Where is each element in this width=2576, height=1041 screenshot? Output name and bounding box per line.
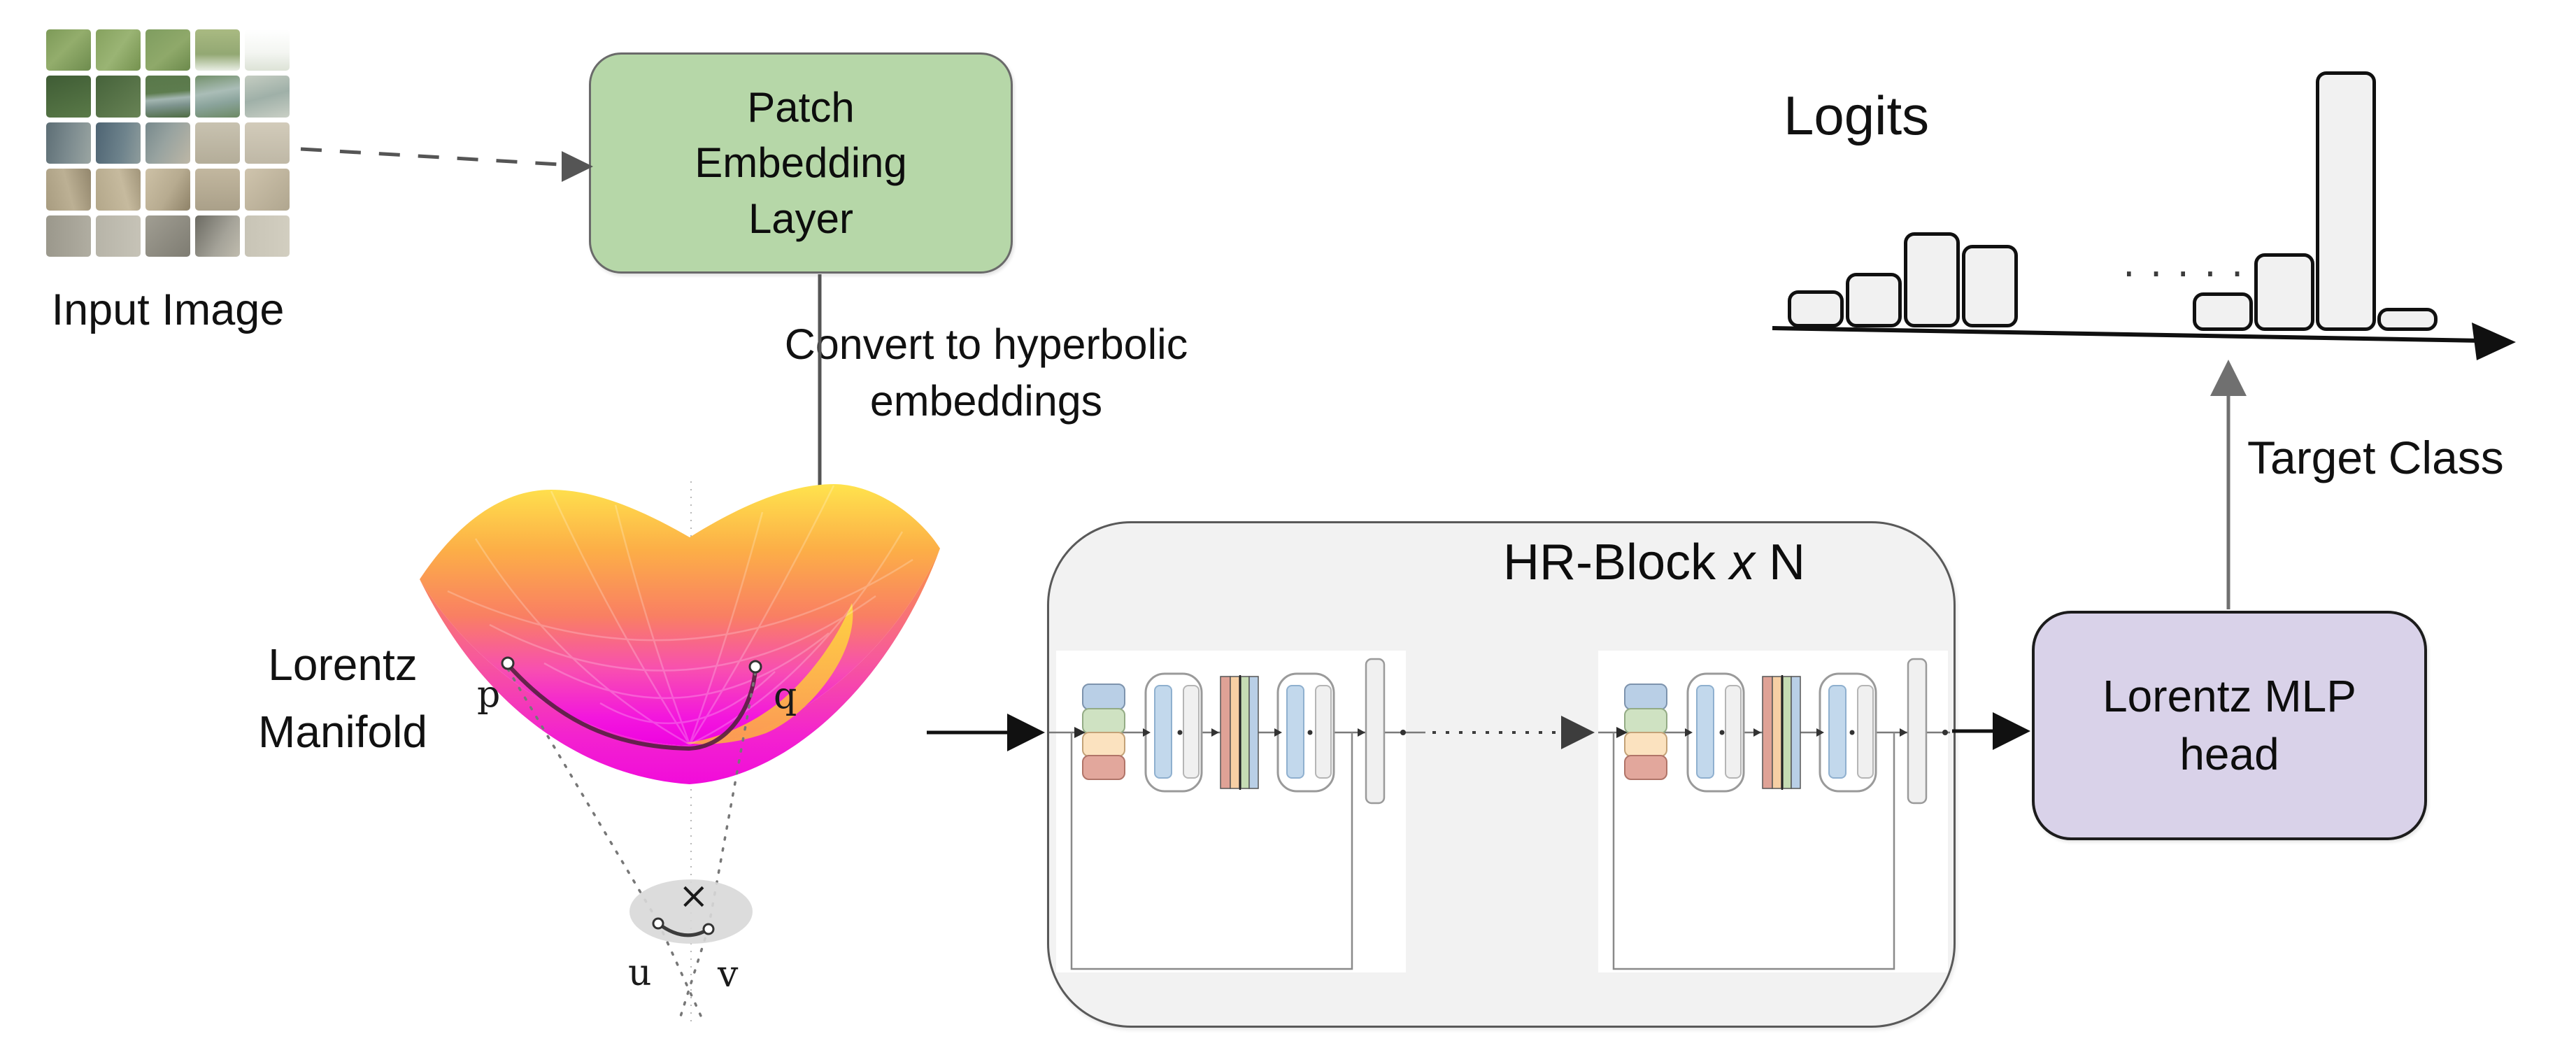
patch-cell — [245, 29, 290, 71]
patch-cell — [195, 122, 240, 164]
target-class-label: Target Class — [2247, 432, 2504, 483]
patch-cell — [96, 122, 141, 164]
hr-block-title-suffix: N — [1755, 534, 1806, 590]
hr-block-title: HR-Block x N — [1493, 534, 1815, 591]
patch-cell — [195, 169, 240, 211]
hr-block-times-symbol: x — [1730, 534, 1756, 590]
logit-bar — [1788, 290, 1844, 327]
logit-bar — [1962, 245, 2018, 327]
logit-bar — [2377, 308, 2438, 331]
patch-cell — [245, 169, 290, 211]
patch-cell — [195, 76, 240, 118]
patch-cell — [145, 76, 190, 118]
input-image-patches — [46, 29, 290, 257]
patch-cell — [46, 76, 91, 118]
patch-cell — [145, 215, 190, 257]
patch-cell — [46, 122, 91, 164]
patch-cell — [96, 169, 141, 211]
patch-cell — [145, 29, 190, 71]
logits-ellipsis: ..... — [2119, 246, 2255, 284]
hr-block-title-prefix: HR-Block — [1502, 534, 1730, 590]
patch-cell — [245, 122, 290, 164]
patch-cell — [245, 215, 290, 257]
patch-cell — [145, 169, 190, 211]
patch-cell — [46, 29, 91, 71]
patch-cell — [96, 29, 141, 71]
patch-cell — [145, 122, 190, 164]
convert-annotation: Convert to hyperbolic embeddings — [784, 320, 1188, 425]
patch-cell — [195, 29, 240, 71]
patch-cell — [96, 76, 141, 118]
patch-cell — [46, 215, 91, 257]
logit-bar — [1846, 273, 1902, 327]
lorentz-manifold-label: Lorentz Manifold — [258, 639, 427, 757]
lorentz-mlp-head-box: Lorentz MLP head — [2032, 611, 2427, 840]
logit-bar — [2254, 253, 2314, 331]
patch-cell — [195, 215, 240, 257]
logit-bar — [2193, 292, 2253, 331]
logit-bar — [1904, 232, 1960, 327]
patch-cell — [96, 215, 141, 257]
logits-title: Logits — [1784, 85, 1930, 146]
patch-cell — [46, 169, 91, 211]
patch-embedding-box: Patch Embedding Layer — [589, 52, 1013, 274]
patch-cell — [245, 76, 290, 118]
input-image-label: Input Image — [51, 285, 285, 334]
logit-bar — [2316, 71, 2376, 331]
